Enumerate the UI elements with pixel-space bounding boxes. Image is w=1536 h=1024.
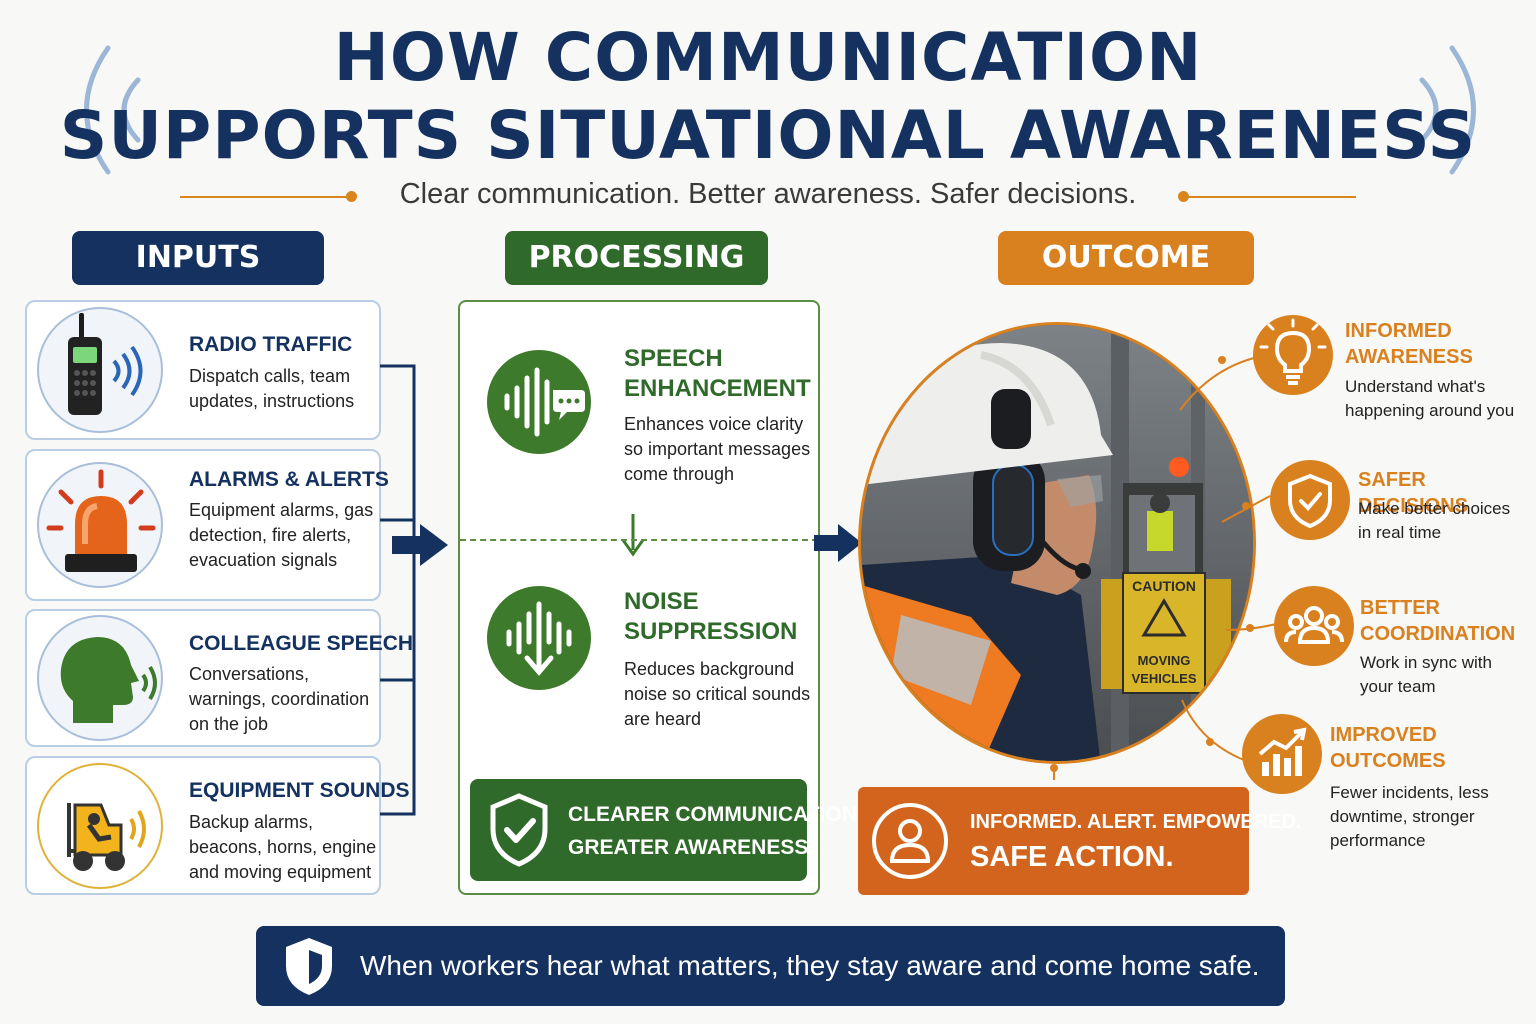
subtitle-dot-right	[1178, 191, 1189, 202]
process-divider	[460, 539, 818, 541]
subtitle-dot-left	[346, 191, 357, 202]
processing-description: Reduces background noise so critical sou…	[624, 659, 811, 729]
input-description: Equipment alarms, gas detection, fire al…	[189, 500, 374, 570]
left-sound-waves-icon	[84, 45, 141, 175]
forklift-icon	[37, 763, 163, 889]
outcome-title-line: AWARENESS	[1345, 346, 1473, 368]
input-title: EQUIPMENT SOUNDS	[189, 779, 410, 802]
processing-title: SPEECH ENHANCEMENT	[624, 344, 811, 404]
input-title: RADIO TRAFFIC	[189, 333, 353, 356]
lightbulb-icon	[1253, 315, 1333, 395]
page-subtitle: Clear communication. Better awareness. S…	[399, 178, 1137, 210]
processing-header: PROCESSING	[505, 231, 768, 285]
input-card-equipment-sounds: EQUIPMENT SOUNDS Backup alarms, beacons,…	[25, 756, 410, 895]
noise-waveform-icon	[487, 586, 591, 690]
input-description: Dispatch calls, team updates, instructio…	[189, 366, 355, 411]
sign-text: CAUTION	[1132, 578, 1196, 594]
input-description: Backup alarms, beacons, horns, engine an…	[189, 812, 377, 882]
processing-title-line: SPEECH	[624, 345, 723, 372]
inputs-header: INPUTS	[72, 231, 324, 285]
processing-description: Enhances voice clarity so important mess…	[624, 414, 811, 484]
page-title-line-1: HOW COMMUNICATION	[333, 19, 1203, 96]
outcome-header: OUTCOME	[998, 231, 1254, 285]
input-title: COLLEAGUE SPEECH	[189, 632, 414, 655]
outcome-description: Work in sync with your team	[1360, 653, 1492, 696]
sign-text: MOVING	[1138, 653, 1191, 668]
alarm-beacon-icon	[37, 462, 163, 588]
input-card-radio-traffic: RADIO TRAFFIC Dispatch calls, team updat…	[25, 300, 381, 440]
subtitle-rule-right	[1186, 196, 1356, 198]
processing-banner: CLEARER COMMUNICATION GREATER AWARENESS	[470, 779, 857, 881]
processing-banner-line-1: CLEARER COMMUNICATION	[568, 803, 857, 826]
processing-title: NOISE SUPPRESSION	[624, 587, 797, 647]
inputs-bracket-connector	[380, 364, 416, 816]
outcome-title: INFORMED AWARENESS	[1345, 318, 1473, 370]
page-title-line-2: SUPPORTS SITUATIONAL AWARENESS	[59, 97, 1477, 174]
input-card-colleague-speech: COLLEAGUE SPEECH Conversations, warnings…	[25, 609, 413, 747]
right-sound-waves-icon	[1419, 45, 1476, 175]
outcome-title: BETTER COORDINATION	[1360, 595, 1515, 647]
arrow-right-icon	[392, 524, 448, 566]
outcome-title-line: BETTER	[1360, 597, 1440, 619]
input-card-alarms-alerts: ALARMS & ALERTS Equipment alarms, gas de…	[25, 449, 389, 601]
input-description: Conversations, warnings, coordination on…	[189, 664, 370, 734]
outcome-banner-line-2: SAFE ACTION.	[970, 841, 1174, 873]
processing-title-line: NOISE	[624, 588, 699, 615]
speech-waveform-icon	[487, 350, 591, 454]
arrow-right-icon	[814, 524, 862, 562]
outcome-title-line: SAFER DECISIONS	[1358, 469, 1469, 517]
outcome-title-line: INFORMED	[1345, 320, 1452, 342]
growth-chart-icon	[1242, 714, 1322, 794]
outcome-title: SAFER DECISIONS	[1358, 467, 1536, 519]
footer-banner: When workers hear what matters, they sta…	[256, 926, 1285, 1006]
input-title: ALARMS & ALERTS	[189, 468, 389, 491]
processing-title-line: SUPPRESSION	[624, 618, 798, 645]
subtitle-rule-left	[180, 196, 350, 198]
speaking-head-icon	[37, 615, 163, 741]
shield-check-icon	[1270, 460, 1350, 540]
outcome-banner: INFORMED. ALERT. EMPOWERED. SAFE ACTION.	[858, 787, 1301, 895]
processing-title-line: ENHANCEMENT	[624, 375, 811, 402]
processing-banner-line-2: GREATER AWARENESS	[568, 836, 809, 859]
shield-icon	[286, 938, 332, 995]
outcome-description: Fewer incidents, less downtime, stronger…	[1330, 783, 1489, 850]
footer-message: When workers hear what matters, they sta…	[360, 950, 1260, 981]
person-icon	[872, 803, 948, 879]
team-icon	[1274, 586, 1354, 666]
worker-photo: CAUTION MOVING VEHICLES	[858, 322, 1256, 764]
outcome-title-line: OUTCOMES	[1330, 750, 1446, 772]
sign-text: VEHICLES	[1131, 671, 1196, 686]
outcome-banner-line-1: INFORMED. ALERT. EMPOWERED.	[970, 811, 1302, 833]
arrow-down-icon	[621, 514, 645, 557]
shield-check-icon	[490, 793, 548, 867]
outcome-title: IMPROVED OUTCOMES	[1330, 722, 1446, 774]
outcome-connectors	[1050, 356, 1277, 780]
outcome-title-line: COORDINATION	[1360, 623, 1516, 645]
outcome-description: Understand what's happening around you	[1345, 377, 1515, 420]
outcome-description: Make better choices in real time	[1358, 499, 1511, 542]
radio-icon	[37, 307, 163, 433]
outcome-title-line: IMPROVED	[1330, 724, 1437, 746]
